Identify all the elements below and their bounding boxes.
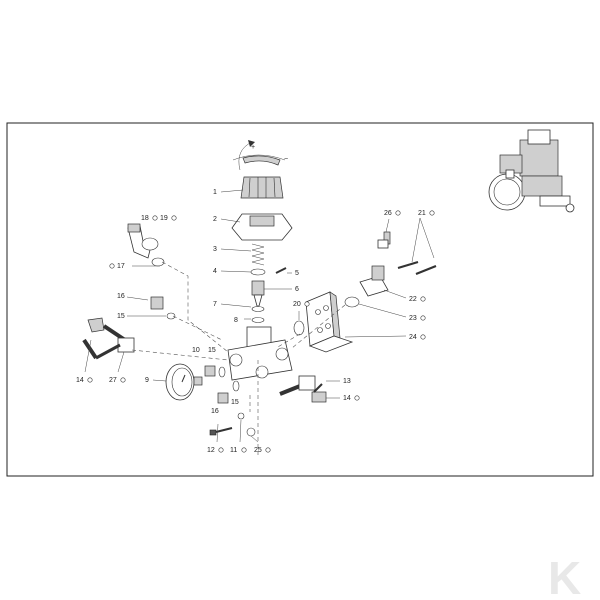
callout-9: 9: [145, 377, 149, 384]
part-16-plug-left: [150, 296, 164, 310]
callout-21: 21: [418, 210, 426, 217]
part-20-o-ring: [293, 320, 305, 336]
callout-22-marker: [420, 296, 426, 302]
callout-16-left: 16: [117, 293, 125, 300]
part-15-washer-left: [166, 312, 176, 320]
callout-14-right: 14: [343, 395, 351, 402]
rotation-plus-sign: +: [251, 144, 255, 151]
callout-25: 25: [254, 447, 262, 454]
callout-10: 10: [192, 347, 200, 354]
callout-17-marker: [109, 263, 115, 269]
callout-24-marker: [420, 334, 426, 340]
callout-14-left: 14: [76, 377, 84, 384]
callout-26: 26: [384, 210, 392, 217]
part-8-seal: [251, 317, 265, 323]
callout-13: 13: [343, 378, 351, 385]
callout-21-marker: [429, 210, 435, 216]
callout-15-low: 15: [231, 399, 239, 406]
part-1-knob: [240, 176, 284, 199]
part-18-19-elbow-fitting: [127, 223, 159, 259]
callout-14-left-marker: [87, 377, 93, 383]
callout-5: 5: [295, 270, 299, 277]
part-11-washer: [237, 412, 245, 420]
part-25-nut: [246, 427, 256, 437]
part-23-gasket: [344, 296, 360, 308]
callout-26-marker: [395, 210, 401, 216]
callout-20: 20: [293, 301, 301, 308]
callout-7: 7: [213, 301, 217, 308]
part-9-pressure-gauge: [165, 363, 203, 401]
part-16-plug-low: [217, 392, 229, 404]
part-26-connector: [377, 231, 391, 249]
assembly-guide-lines: [131, 261, 346, 455]
callout-12-marker: [218, 447, 224, 453]
callout-labels: 1 2 3 4 5 6 7 8 9 10 11 12 13 14 14 15 1…: [76, 189, 435, 454]
callout-22: 22: [409, 296, 417, 303]
part-15-washer-low: [232, 380, 240, 392]
leader-lines: [84, 189, 435, 443]
callout-14-right-marker: [354, 395, 360, 401]
callout-25-marker: [265, 447, 271, 453]
callout-8: 8: [234, 317, 238, 324]
valve-body: [227, 326, 293, 381]
rotation-direction-arrow: + −: [232, 140, 288, 171]
part-12-bolt: [209, 427, 233, 436]
part-22-elbow-flange: [359, 265, 389, 297]
callout-20-marker: [304, 301, 310, 307]
callout-19: 19: [160, 215, 168, 222]
part-5-pin: [275, 267, 287, 274]
rotation-minus-sign: −: [284, 156, 288, 163]
part-24-mounting-bracket: [305, 291, 354, 353]
brand-logo: K: [548, 552, 581, 600]
part-3-spring: [251, 243, 265, 266]
callout-1: 1: [213, 189, 217, 196]
callout-27-marker: [120, 377, 126, 383]
part-6-valve-piston: [251, 280, 265, 307]
callout-24: 24: [409, 334, 417, 341]
callout-11: 11: [230, 447, 237, 454]
assembly-thumbnail: [488, 129, 575, 213]
part-21-screws: [397, 260, 437, 276]
callout-23: 23: [409, 315, 417, 322]
part-2-regulator-cap: [231, 213, 293, 241]
callout-23-marker: [420, 315, 426, 321]
callout-19-marker: [171, 215, 177, 221]
callout-12: 12: [207, 447, 215, 454]
part-10-adapter: [204, 365, 216, 377]
callout-27: 27: [109, 377, 117, 384]
part-7-o-ring: [251, 306, 265, 312]
brand-logo-letter: K: [548, 552, 581, 600]
callout-6: 6: [295, 286, 299, 293]
part-27-hose-tap-left: [82, 317, 135, 360]
part-4-washer: [250, 268, 266, 276]
callout-18-marker: [152, 215, 158, 221]
part-13-14-hose-tap-right: [279, 375, 327, 403]
callout-4: 4: [213, 268, 217, 275]
diagram-frame: [6, 122, 594, 477]
callout-2: 2: [213, 216, 217, 223]
callout-11-marker: [241, 447, 247, 453]
part-15-washer-mid: [218, 366, 226, 378]
callout-18: 18: [141, 215, 149, 222]
callout-15-left: 15: [117, 313, 125, 320]
callout-16-low: 16: [211, 408, 219, 415]
callout-15-mid: 15: [208, 347, 216, 354]
callout-17: 17: [117, 263, 125, 270]
callout-3: 3: [213, 246, 217, 253]
